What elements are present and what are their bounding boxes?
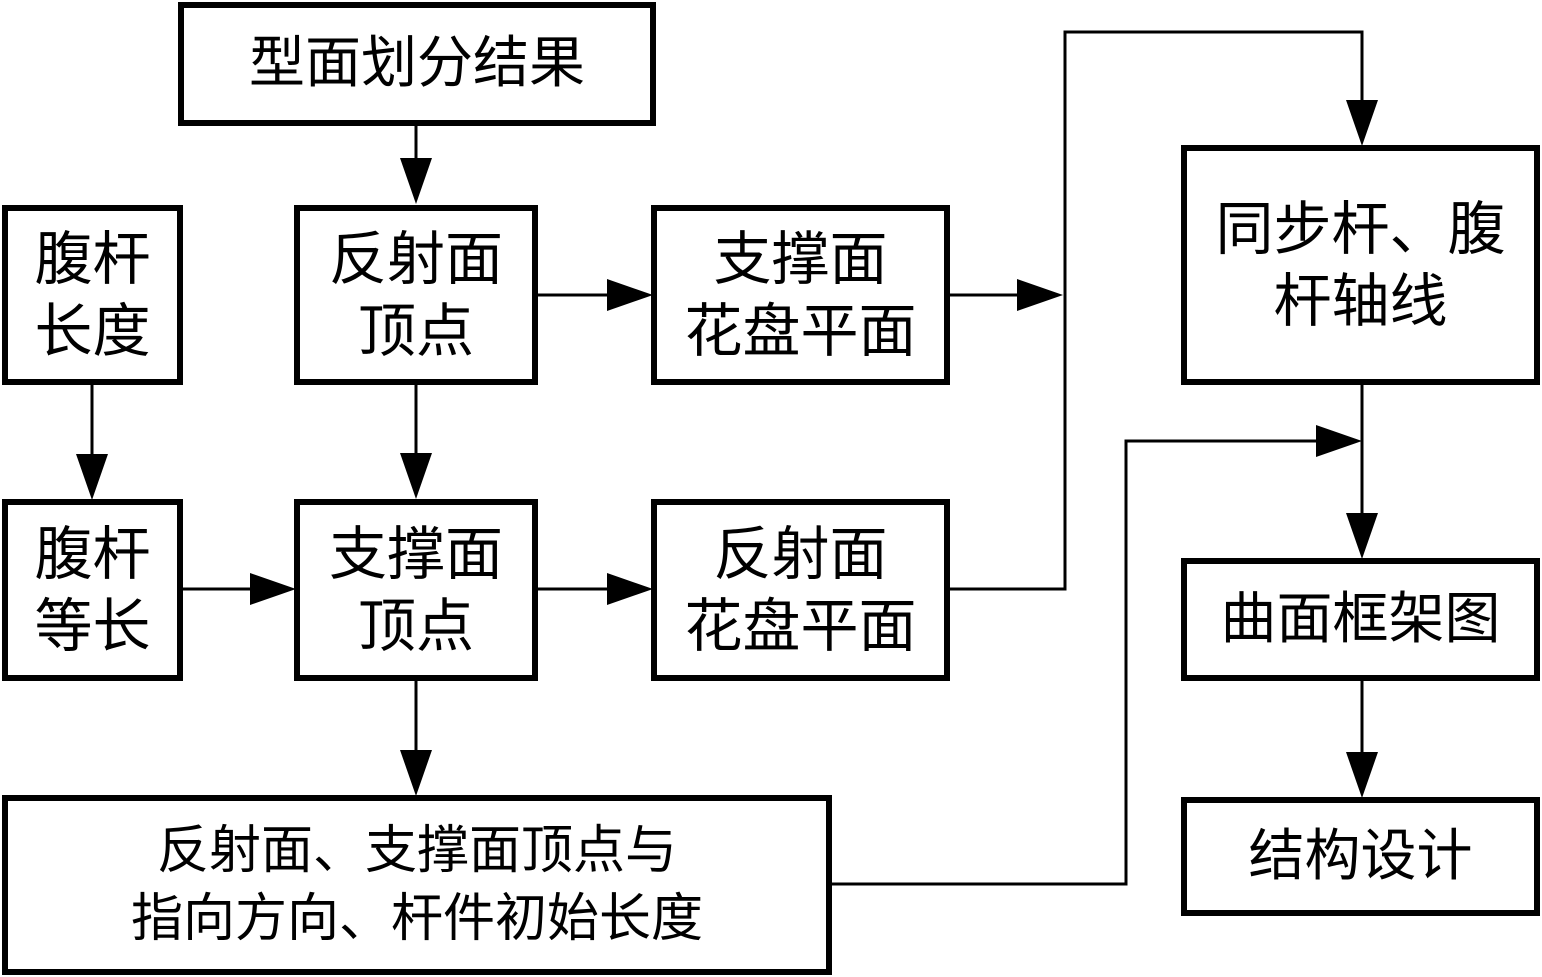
reflector-hub-plane-label-2: 花盘平面 xyxy=(684,592,917,660)
initial-params-label-2: 指向方向、杆件初始长度 xyxy=(130,889,703,949)
support-hub-plane-label-2: 花盘平面 xyxy=(684,297,917,365)
connector-params-to-merge xyxy=(829,439,1318,886)
reflector-vertex-label-1: 反射面 xyxy=(328,225,503,293)
arrowhead-support-to-reflector-hub xyxy=(607,573,653,605)
initial-params-box: 反射面、支撑面顶点与 指向方向、杆件初始长度 xyxy=(2,795,832,975)
equal-length-label-1: 腹杆 xyxy=(34,520,151,588)
arrowhead-hub-merge xyxy=(1017,279,1063,311)
equal-length-box: 腹杆 等长 xyxy=(2,499,183,681)
arrowhead-sync-to-frame xyxy=(1346,513,1378,559)
sync-axis-label-2: 杆轴线 xyxy=(1273,267,1448,335)
partition-result-box: 型面划分结果 xyxy=(178,2,656,126)
connector-reflector-hub-to-merge xyxy=(947,30,1364,591)
surface-frame-box: 曲面框架图 xyxy=(1181,558,1540,681)
member-length-box: 腹杆 长度 xyxy=(2,205,183,385)
arrowhead-length-to-equal xyxy=(76,454,108,500)
support-hub-plane-label-1: 支撑面 xyxy=(713,225,888,293)
member-length-label-1: 腹杆 xyxy=(34,225,151,293)
arrowhead-reflector-to-support-hub xyxy=(607,279,653,311)
arrowhead-equal-to-support-vertex xyxy=(250,573,296,605)
partition-result-label: 型面划分结果 xyxy=(249,31,585,96)
equal-length-label-2: 等长 xyxy=(34,592,151,660)
structure-design-box: 结构设计 xyxy=(1181,797,1540,916)
arrowhead-into-sync-axis xyxy=(1346,100,1378,146)
surface-frame-label: 曲面框架图 xyxy=(1220,586,1501,652)
reflector-vertex-box: 反射面 顶点 xyxy=(294,205,538,385)
arrowhead-params-merge xyxy=(1316,425,1362,457)
member-length-label-2: 长度 xyxy=(34,297,151,365)
arrowhead-reflector-to-support-vertex xyxy=(400,453,432,499)
arrowhead-vertex-to-params xyxy=(400,750,432,796)
arrowhead-partition-to-reflector-vertex xyxy=(400,158,432,204)
support-vertex-label-1: 支撑面 xyxy=(328,520,503,588)
arrowhead-frame-to-design xyxy=(1346,752,1378,798)
initial-params-label-1: 反射面、支撑面顶点与 xyxy=(156,821,677,881)
reflector-vertex-label-2: 顶点 xyxy=(357,297,474,365)
sync-axis-label-1: 同步杆、腹 xyxy=(1215,195,1506,263)
structure-design-label: 结构设计 xyxy=(1248,823,1473,889)
reflector-hub-plane-box: 反射面 花盘平面 xyxy=(651,499,950,681)
reflector-hub-plane-label-1: 反射面 xyxy=(713,520,888,588)
support-hub-plane-box: 支撑面 花盘平面 xyxy=(651,205,950,385)
support-vertex-box: 支撑面 顶点 xyxy=(294,499,538,681)
support-vertex-label-2: 顶点 xyxy=(357,592,474,660)
sync-axis-box: 同步杆、腹 杆轴线 xyxy=(1181,145,1540,385)
